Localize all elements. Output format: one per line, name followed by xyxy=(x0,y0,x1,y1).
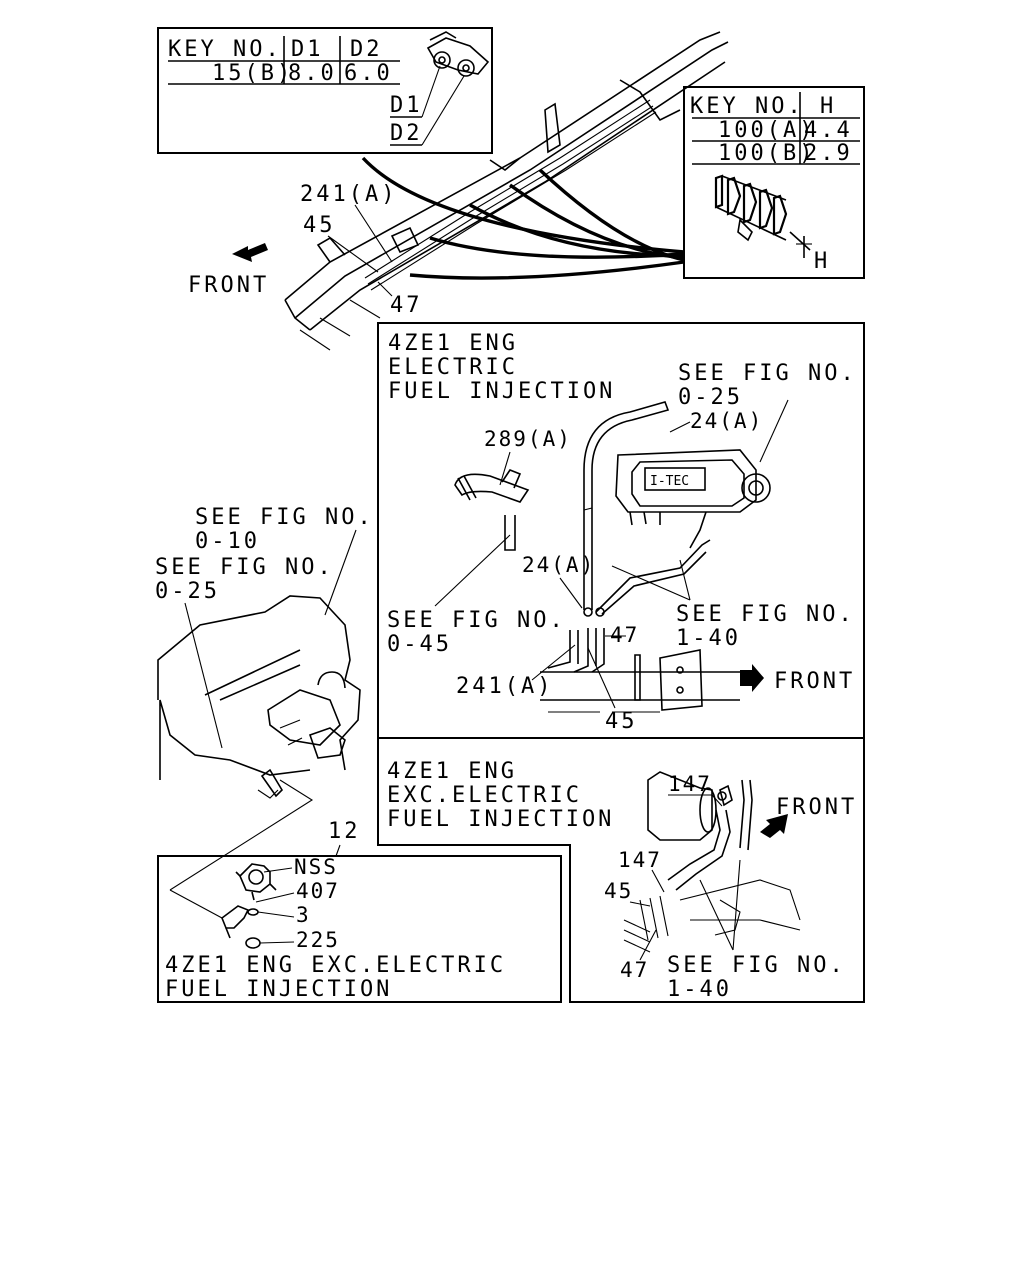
callout-d2: D2 xyxy=(390,121,423,146)
exc-right-label-147-mid: 147 xyxy=(618,848,662,872)
exc-bottom-label-nss: NSS xyxy=(294,855,338,879)
chassis-frame-drawing xyxy=(284,31,729,351)
multi-clip-icon xyxy=(714,174,812,258)
hose-clip-icon xyxy=(426,31,490,77)
engine-see-fig-025-line2: 0-25 xyxy=(155,579,220,604)
exc-right-see-fig-140-line1: SEE FIG NO. xyxy=(667,953,846,978)
exc-bottom-label-3: 3 xyxy=(296,903,311,927)
throttle-body-unit: I-TEC xyxy=(615,449,771,549)
detail-leader-curves xyxy=(361,156,685,280)
panel-electric-fuel-injection: 4ZE1 ENG ELECTRIC FUEL INJECTION SEE FIG… xyxy=(377,322,865,739)
table-tl-row-key: 15(B) xyxy=(212,61,293,86)
engine-label-12: 12 xyxy=(328,819,361,844)
cable-tie-icon xyxy=(454,469,530,551)
fuel-pressure-regulator-drawing xyxy=(221,863,277,949)
efi-see-fig-045-line1: SEE FIG NO. xyxy=(387,608,566,633)
efi-label-24a-top: 24(A) xyxy=(690,409,763,433)
label-241a-main: 241(A) xyxy=(300,182,397,207)
label-45-main: 45 xyxy=(303,213,336,238)
table-tl-d1-header: D1 xyxy=(291,37,324,62)
table-tr-h-header: H xyxy=(820,94,836,119)
efi-label-289a: 289(A) xyxy=(484,427,572,451)
table-top-right: KEY NO. H 100(A) 4.4 100(B) 2.9 H xyxy=(683,86,865,279)
label-front-main: FRONT xyxy=(188,273,269,298)
engine-view: SEE FIG NO. 0-10 SEE FIG NO. 0-25 12 xyxy=(155,505,374,891)
table-tr-key-header: KEY NO. xyxy=(690,94,804,119)
callout-h: H xyxy=(814,249,830,274)
exc-right-label-47: 47 xyxy=(620,958,649,982)
callout-d1: D1 xyxy=(390,93,423,118)
efi-label-241a: 241(A) xyxy=(456,674,553,699)
efi-see-fig-025-line2: 0-25 xyxy=(678,385,743,410)
front-arrow-icon xyxy=(760,814,788,838)
table-tl-row-d1: 8.0 xyxy=(288,61,337,86)
exc-right-title-line1: 4ZE1 ENG xyxy=(387,759,517,784)
table-tl-key-header: KEY NO. xyxy=(168,37,282,62)
itec-label: I-TEC xyxy=(650,474,689,489)
efi-see-fig-025-line1: SEE FIG NO. xyxy=(678,361,857,386)
table-tr-row2-key: 100(B) xyxy=(718,141,815,166)
table-tr-row2-h: 2.9 xyxy=(804,141,853,166)
engine-see-fig-025-line1: SEE FIG NO. xyxy=(155,555,334,580)
efi-see-fig-045-line2: 0-45 xyxy=(387,632,452,657)
front-arrow-icon xyxy=(232,243,268,262)
exc-right-see-fig-140-line2: 1-40 xyxy=(667,977,732,1002)
exc-bottom-title-line2: FUEL INJECTION xyxy=(165,977,392,1002)
efi-see-fig-140-line1: SEE FIG NO. xyxy=(676,602,855,627)
exc-bottom-title-line1: 4ZE1 ENG EXC.ELECTRIC xyxy=(165,953,506,978)
exc-right-label-45: 45 xyxy=(604,879,633,903)
efi-title-line1: 4ZE1 ENG xyxy=(388,331,518,356)
efi-title-line2: ELECTRIC xyxy=(388,355,518,380)
front-arrow-icon xyxy=(740,664,764,692)
fuel-filter-drawing xyxy=(639,771,801,941)
engine-see-fig-010-line1: SEE FIG NO. xyxy=(195,505,374,530)
efi-label-45: 45 xyxy=(605,709,638,734)
table-top-left: KEY NO. D1 D2 15(B) 8.0 6.0 D1 D2 xyxy=(157,27,493,154)
efi-label-front: FRONT xyxy=(774,669,855,694)
efi-label-47: 47 xyxy=(610,623,639,647)
label-47-main: 47 xyxy=(390,293,423,318)
panel-exc-electric-bottom: NSS 407 3 225 4ZE1 ENG EXC.ELECTRIC FUEL… xyxy=(157,855,562,1003)
exc-bottom-label-225: 225 xyxy=(296,928,340,952)
exc-right-title-line3: FUEL INJECTION xyxy=(387,807,614,832)
table-tr-row1-h: 4.4 xyxy=(804,118,853,143)
exc-right-title-line2: EXC.ELECTRIC xyxy=(387,783,582,808)
table-tr-row1-key: 100(A) xyxy=(718,118,815,143)
exc-right-label-front: FRONT xyxy=(776,795,857,820)
engine-see-fig-010-line2: 0-10 xyxy=(195,529,260,554)
efi-see-fig-140-line2: 1-40 xyxy=(676,626,741,651)
table-tl-d2-header: D2 xyxy=(350,37,383,62)
efi-label-24a-mid: 24(A) xyxy=(522,553,595,577)
efi-title-line3: FUEL INJECTION xyxy=(388,379,615,404)
table-tl-row-d2: 6.0 xyxy=(344,61,393,86)
panel-exc-electric-right: 4ZE1 ENG EXC.ELECTRIC FUEL INJECTION 147… xyxy=(377,737,865,1003)
exc-bottom-label-407: 407 xyxy=(296,879,340,903)
